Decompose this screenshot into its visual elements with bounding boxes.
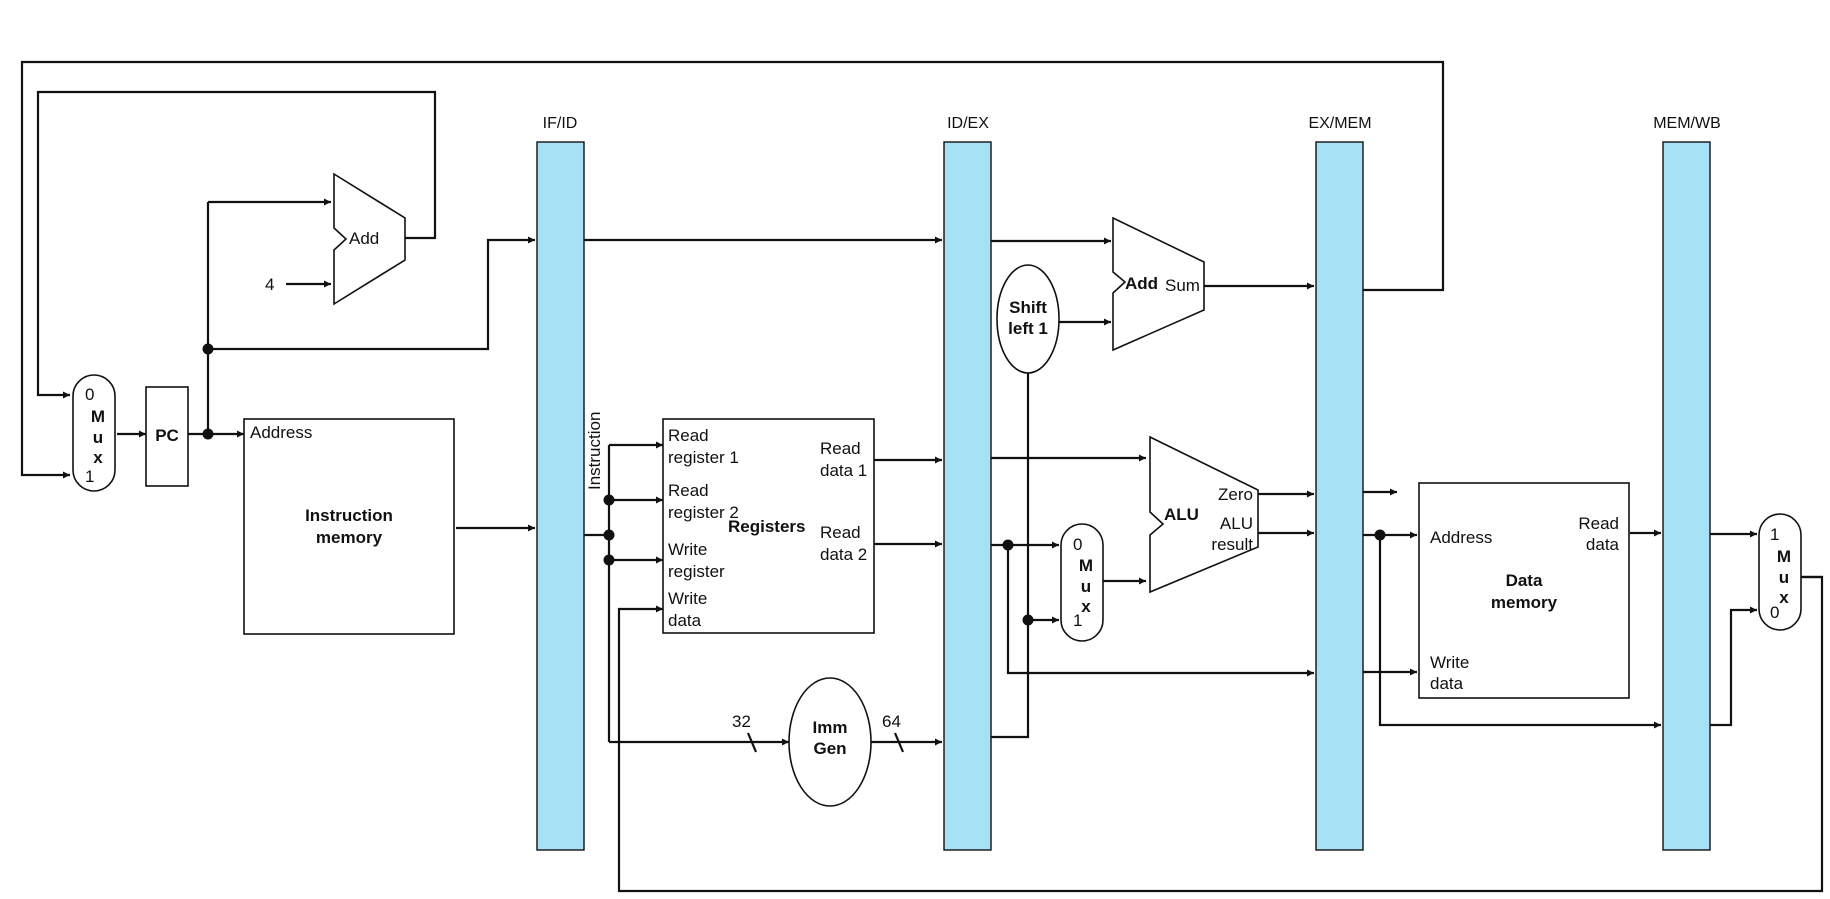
data-memory: Address Read data Data memory Write data bbox=[1418, 482, 1630, 699]
write-register-line1: Write bbox=[668, 540, 707, 559]
wire-data2-to-exmem bbox=[1006, 545, 1314, 677]
wire-pc-to-ifid bbox=[208, 236, 535, 351]
junction-instr-3 bbox=[603, 554, 615, 566]
register-file: Read register 1 Read register 2 Write re… bbox=[662, 418, 875, 634]
read-register-1-line2: register 1 bbox=[668, 448, 739, 467]
junction-data2 bbox=[1002, 539, 1014, 551]
shift-left-line2: left 1 bbox=[1008, 319, 1048, 338]
registers-title: Registers bbox=[728, 517, 805, 536]
ex-mem-label: EX/MEM bbox=[1308, 115, 1371, 132]
pc-mux-input-1: 1 bbox=[85, 467, 94, 486]
junction-pc-out bbox=[202, 428, 214, 440]
pc-mux: 0 M u x 1 bbox=[72, 374, 116, 492]
junction-address bbox=[1374, 529, 1386, 541]
instruction-label: Instruction bbox=[585, 412, 604, 490]
branch-adder: Add Sum bbox=[1112, 216, 1205, 352]
alu: ALU Zero ALU result bbox=[1149, 435, 1259, 594]
wire-imm-to-shift bbox=[991, 372, 1030, 739]
pc-mux-letter-u: u bbox=[93, 428, 103, 447]
mem-wb-register bbox=[1662, 141, 1711, 851]
imm-gen: Imm Gen 32 64 bbox=[732, 677, 901, 807]
branch-adder-label: Add bbox=[1125, 274, 1158, 293]
alu-mux-letter-u: u bbox=[1081, 577, 1091, 596]
imem-title-line1: Instruction bbox=[305, 506, 393, 525]
bus-width-32: 32 bbox=[732, 712, 751, 731]
mem-wb-label: MEM/WB bbox=[1653, 115, 1721, 132]
imem-title-line2: memory bbox=[316, 528, 383, 547]
dmem-write-data-line1: Write bbox=[1430, 653, 1469, 672]
pipeline-registers: IF/ID ID/EX EX/MEM MEM/WB bbox=[536, 115, 1721, 851]
alu-zero-label: Zero bbox=[1218, 485, 1253, 504]
junction-imm bbox=[1022, 614, 1034, 626]
junction-instr-1 bbox=[603, 494, 615, 506]
read-data-2-line1: Read bbox=[820, 523, 861, 542]
id-ex-register bbox=[943, 141, 992, 851]
alu-result-line1: ALU bbox=[1220, 514, 1253, 533]
read-data-2-line2: data 2 bbox=[820, 545, 867, 564]
imem-address-label: Address bbox=[250, 423, 312, 442]
dmem-title-line1: Data bbox=[1506, 571, 1543, 590]
imm-gen-line1: Imm bbox=[813, 718, 848, 737]
shift-left-1: Shift left 1 bbox=[996, 264, 1060, 374]
wire-branch-target-feedback bbox=[20, 60, 1445, 479]
read-register-2-line1: Read bbox=[668, 481, 709, 500]
imm-gen-line2: Gen bbox=[813, 739, 846, 758]
dmem-write-data-line2: data bbox=[1430, 674, 1464, 693]
shift-left-line1: Shift bbox=[1009, 298, 1047, 317]
alu-result-line2: result bbox=[1211, 535, 1253, 554]
instruction-memory: Address Instruction memory bbox=[243, 418, 455, 635]
dmem-read-data-line2: data bbox=[1586, 535, 1620, 554]
wire-pc-plus4-feedback bbox=[36, 90, 437, 399]
pc-adder: Add 4 bbox=[265, 172, 406, 306]
read-register-2-line2: register 2 bbox=[668, 503, 739, 522]
bus-width-64: 64 bbox=[882, 712, 901, 731]
write-data-line2: data bbox=[668, 611, 702, 630]
if-id-register bbox=[536, 141, 585, 851]
id-ex-label: ID/EX bbox=[947, 115, 989, 132]
pc-mux-letter-m: M bbox=[91, 407, 105, 426]
slash-64 bbox=[893, 732, 905, 753]
alu-mux-letter-m: M bbox=[1079, 556, 1093, 575]
alu-mux-letter-x: x bbox=[1081, 597, 1091, 616]
dmem-address-label: Address bbox=[1430, 528, 1492, 547]
const-4-label: 4 bbox=[265, 275, 274, 294]
branch-adder-sum: Sum bbox=[1165, 276, 1200, 295]
wb-mux-letter-x: x bbox=[1779, 588, 1789, 607]
if-id-label: IF/ID bbox=[543, 115, 578, 132]
write-register-line2: register bbox=[668, 562, 725, 581]
wb-mux-letter-u: u bbox=[1779, 568, 1789, 587]
program-counter: PC bbox=[145, 386, 189, 487]
junction-pc-branch bbox=[202, 343, 214, 355]
alu-mux: 0 M u x 1 bbox=[1060, 523, 1104, 642]
junction-instr-2 bbox=[603, 529, 615, 541]
wb-mux-input-1: 1 bbox=[1770, 525, 1779, 544]
ex-mem-register bbox=[1315, 141, 1364, 851]
alu-mux-input-1: 1 bbox=[1073, 611, 1082, 630]
write-data-line1: Write bbox=[668, 589, 707, 608]
wb-mux-letter-m: M bbox=[1777, 547, 1791, 566]
alu-mux-input-0: 0 bbox=[1073, 535, 1082, 554]
wire-address-bypass bbox=[1378, 535, 1661, 729]
pc-adder-label: Add bbox=[349, 229, 379, 248]
slash-32 bbox=[746, 732, 758, 753]
wb-mux-input-0: 0 bbox=[1770, 603, 1779, 622]
junction-dots bbox=[202, 343, 1386, 626]
read-data-1-line2: data 1 bbox=[820, 461, 867, 480]
alu-label: ALU bbox=[1164, 505, 1199, 524]
read-data-1-line1: Read bbox=[820, 439, 861, 458]
read-register-1-line1: Read bbox=[668, 426, 709, 445]
pc-label: PC bbox=[155, 426, 179, 445]
dmem-read-data-line1: Read bbox=[1578, 514, 1619, 533]
writeback-mux: 1 M u x 0 bbox=[1758, 513, 1802, 631]
pc-mux-input-0: 0 bbox=[85, 385, 94, 404]
wire-memwb-to-mux0 bbox=[1710, 606, 1757, 727]
dmem-title-line2: memory bbox=[1491, 593, 1558, 612]
pc-mux-letter-x: x bbox=[93, 448, 103, 467]
